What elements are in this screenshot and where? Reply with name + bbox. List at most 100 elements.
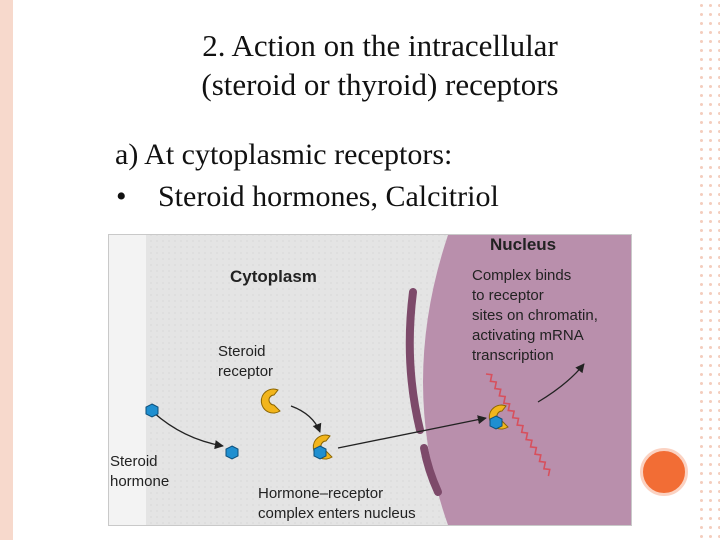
decoration-dot — [718, 157, 720, 160]
decoration-dot — [700, 22, 703, 25]
decoration-dot — [709, 256, 712, 259]
decoration-dot — [718, 76, 720, 79]
slide-title: 2. Action on the intracellular (steroid … — [120, 26, 640, 104]
bullet-text: Steroid hormones, Calcitriol — [158, 180, 499, 213]
decoration-dot — [700, 13, 703, 16]
decoration-dot — [700, 166, 703, 169]
decoration-dot — [718, 355, 720, 358]
decoration-dot — [718, 301, 720, 304]
decoration-dot — [700, 292, 703, 295]
decoration-dot — [709, 103, 712, 106]
decoration-dot — [709, 373, 712, 376]
decoration-dot — [709, 148, 712, 151]
decoration-dot — [700, 139, 703, 142]
decoration-dot — [709, 184, 712, 187]
decoration-dot — [718, 211, 720, 214]
nucleus-boundary — [423, 235, 631, 525]
decoration-dot — [718, 283, 720, 286]
decoration-dot — [709, 76, 712, 79]
decoration-dot — [718, 229, 720, 232]
receptor-label-line: Steroid — [218, 343, 266, 360]
nucleus-caption-line: Complex binds — [472, 267, 571, 284]
decoration-dot — [700, 76, 703, 79]
decoration-dot — [700, 535, 703, 538]
decoration-dot — [700, 490, 703, 493]
decoration-dot — [700, 508, 703, 511]
decoration-dot — [718, 148, 720, 151]
decoration-dot — [718, 427, 720, 430]
nucleus-caption-line: sites on chromatin, — [472, 307, 598, 324]
decoration-dot — [709, 247, 712, 250]
decoration-dot — [700, 220, 703, 223]
decoration-dot — [700, 130, 703, 133]
decoration-dot — [709, 211, 712, 214]
decoration-dot — [709, 31, 712, 34]
decoration-dot — [718, 67, 720, 70]
decoration-dot — [709, 391, 712, 394]
decoration-dot — [709, 220, 712, 223]
decoration-dot — [700, 526, 703, 529]
decoration-dot — [718, 184, 720, 187]
decoration-dot — [700, 454, 703, 457]
nucleus-caption-line: to receptor — [472, 287, 544, 304]
decoration-dot — [718, 220, 720, 223]
decoration-dot — [718, 4, 720, 7]
decoration-dot — [718, 139, 720, 142]
left-decorative-stripe — [0, 0, 13, 540]
title-line-2: (steroid or thyroid) receptors — [201, 67, 559, 102]
decoration-dot — [709, 472, 712, 475]
decoration-dot — [700, 337, 703, 340]
decoration-dot — [700, 346, 703, 349]
complex-label-line: Hormone–receptor — [258, 485, 383, 502]
decoration-dot — [718, 256, 720, 259]
decoration-dot — [709, 58, 712, 61]
decoration-dot — [709, 229, 712, 232]
decoration-dot — [700, 265, 703, 268]
decoration-dot — [709, 490, 712, 493]
decoration-dot — [709, 463, 712, 466]
decoration-dot — [718, 121, 720, 124]
decoration-dot — [700, 400, 703, 403]
decoration-dot — [718, 481, 720, 484]
decoration-dot — [700, 31, 703, 34]
decoration-dot — [700, 49, 703, 52]
subtitle: a) At cytoplasmic receptors: — [115, 138, 453, 171]
decoration-dot — [718, 373, 720, 376]
decoration-dot — [709, 49, 712, 52]
decoration-dot — [700, 121, 703, 124]
decoration-dot — [718, 166, 720, 169]
decoration-dot — [700, 175, 703, 178]
nucleus-caption-line: transcription — [472, 347, 554, 364]
decoration-dot — [718, 22, 720, 25]
decoration-dot — [709, 139, 712, 142]
decoration-dot — [718, 364, 720, 367]
decoration-dot — [700, 373, 703, 376]
decoration-dot — [718, 202, 720, 205]
decoration-dot — [709, 499, 712, 502]
decoration-dot — [709, 13, 712, 16]
decoration-dot — [709, 4, 712, 7]
decoration-dot — [718, 517, 720, 520]
decoration-dot — [709, 283, 712, 286]
decoration-dot — [718, 463, 720, 466]
decoration-dot — [700, 382, 703, 385]
decoration-dot — [700, 67, 703, 70]
decoration-dot — [700, 355, 703, 358]
decorative-orange-circle — [640, 448, 688, 496]
decoration-dot — [709, 85, 712, 88]
hormone-label-line: hormone — [110, 473, 169, 490]
decoration-dot — [709, 337, 712, 340]
decoration-dot — [709, 292, 712, 295]
decoration-dot — [718, 490, 720, 493]
decoration-dot — [709, 238, 712, 241]
decoration-dot — [718, 535, 720, 538]
decoration-dot — [700, 364, 703, 367]
decoration-dot — [718, 112, 720, 115]
arrow-complex-to-nucleus — [337, 415, 487, 449]
decoration-dot — [718, 292, 720, 295]
decoration-dot — [700, 481, 703, 484]
decoration-dot — [709, 40, 712, 43]
decoration-dot — [700, 193, 703, 196]
decoration-dot — [718, 445, 720, 448]
decoration-dot — [709, 166, 712, 169]
